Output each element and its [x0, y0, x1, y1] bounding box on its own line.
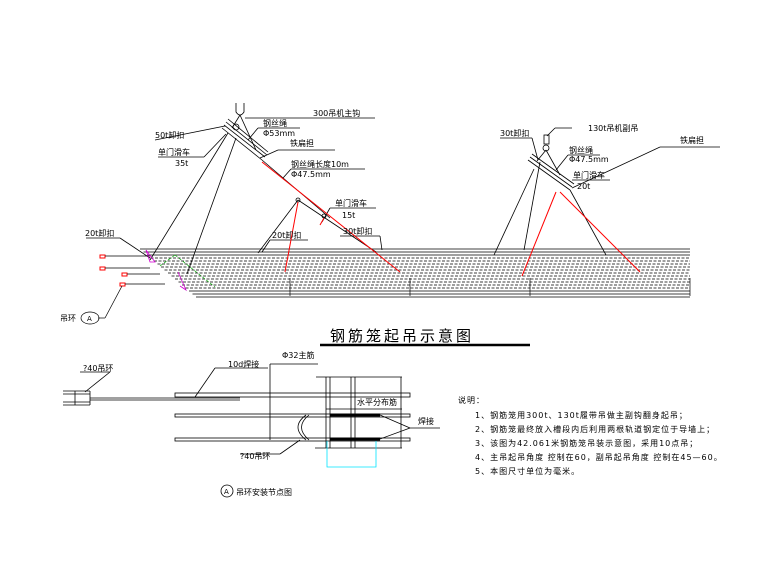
mid-pulley-label: 单门滑车: [335, 198, 367, 208]
main-hook-label: 300吊机主钩: [313, 108, 360, 118]
shackle-30t-label: 30t卸扣: [343, 226, 372, 236]
aux-spreader-beam: [527, 153, 575, 191]
rope-length-dia-label: Φ47.5mm: [291, 170, 331, 179]
green-guide: [159, 254, 216, 288]
main-rope-dia-label: Φ53mm: [263, 129, 295, 138]
ring-top-label: ?40吊环: [83, 364, 113, 373]
aux-wire-ropes: [521, 191, 641, 277]
main-pulley-cap-label: 35t: [175, 159, 188, 168]
main-crane-rigging: [86, 103, 383, 275]
main-shackle-label: 50t卸扣: [155, 130, 184, 140]
caption-marker: A: [224, 488, 229, 496]
ring-marker-label: A: [87, 315, 92, 323]
weld-10d-label: 10d焊接: [228, 359, 259, 369]
note-item: 3、该图为42.061米钢筋笼吊装示意图，采用10点吊；: [475, 438, 698, 448]
main-wire-ropes: [261, 161, 401, 273]
ring-detail-marker: [80, 311, 100, 325]
main-beam-label: 铁扁担: [290, 138, 314, 148]
note-item: 4、主吊起吊角度 控制在60，副吊起吊角度 控制在45—60。: [475, 452, 723, 462]
weld-label: 焊接: [418, 416, 434, 426]
main-hook-icon: [235, 103, 245, 116]
ring-label: 吊环: [60, 314, 76, 323]
rebar-cage: [140, 248, 691, 298]
notes: 说明： 1、钢筋笼用300t、130t履带吊做主副钩翻身起吊； 2、钢筋笼最终放…: [458, 395, 723, 476]
aux-shackle-label: 30t卸扣: [500, 128, 529, 138]
note-item: 2、钢筋笼最终放入槽段内后利用两根轨道钢定位于导墙上；: [475, 424, 715, 434]
shackle-20t-left-label: 20t卸扣: [85, 228, 114, 238]
shackle-20t-mid-label: 20t卸扣: [272, 230, 301, 240]
aux-pulley-cap-label: 20t: [577, 182, 590, 191]
aux-hook-label: 130t吊机副吊: [588, 123, 638, 133]
main-bar-label: Φ32主筋: [282, 350, 314, 360]
ring-bottom-label: ?40吊环: [240, 452, 270, 461]
horizontal-bar-label: 水平分布筋: [357, 397, 397, 407]
note-item: 5、本图尺寸单位为毫米。: [475, 466, 580, 476]
lifting-ring-markers: [99, 254, 128, 287]
note-item: 1、钢筋笼用300t、130t履带吊做主副钩翻身起吊；: [475, 410, 688, 420]
detail-caption: 吊环安装节点图: [236, 487, 292, 497]
rope-length-label: 钢丝绳长度10m: [291, 159, 349, 169]
aux-rope-label: 钢丝绳: [569, 145, 593, 155]
ring-detail-drawing: [63, 363, 440, 498]
aux-hook-icon: [543, 134, 550, 145]
main-pulley-label: 单门滑车: [158, 147, 190, 157]
notes-heading: 说明：: [458, 395, 485, 405]
main-spreader-beam: [221, 118, 269, 161]
diagram-title: 钢筋笼起吊示意图: [330, 327, 474, 345]
aux-crane-rigging: [493, 127, 720, 256]
mid-pulley-cap-label: 15t: [342, 211, 355, 220]
main-rope-label: 钢丝绳: [263, 118, 287, 128]
aux-pulley-label: 单门滑车: [573, 170, 605, 180]
aux-beam-label: 铁扁担: [680, 135, 704, 145]
aux-rope-dia-label: Φ47.5mm: [569, 155, 609, 164]
dimension-bracket: [326, 441, 377, 468]
magenta-guide: [145, 249, 187, 292]
